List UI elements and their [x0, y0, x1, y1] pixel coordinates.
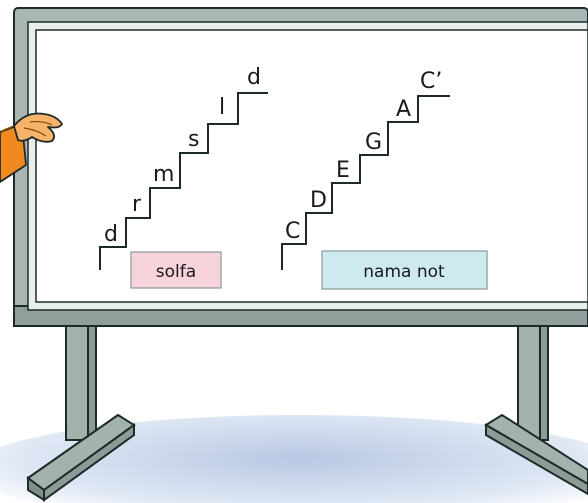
solfa-note: d: [104, 222, 118, 247]
left-stand: [26, 317, 136, 502]
solfa-note: s: [188, 127, 199, 152]
nama-not-note: E: [336, 158, 350, 183]
nama-not-label: nama not: [363, 262, 445, 282]
nama-not-staircase-line: [281, 95, 450, 270]
nama-not-note: A: [396, 97, 411, 122]
solfa-note: m: [153, 162, 174, 187]
floor-shadow: [0, 415, 588, 503]
solfa-note: l: [219, 95, 225, 120]
right-stand: [484, 317, 588, 496]
board-surface: [35, 29, 588, 303]
solfa-note: d: [247, 65, 261, 90]
nama-not-note: C: [285, 219, 300, 244]
nama-not-label-box: [321, 250, 488, 290]
pointing-hand-icon: [0, 112, 63, 183]
solfa-note: r: [132, 192, 142, 217]
nama-not-note: D: [310, 188, 327, 213]
nama-not-note: C’: [420, 69, 442, 94]
solfa-label-box: [130, 251, 222, 289]
solfa-label: solfa: [156, 262, 196, 282]
solfa-staircase-line: [99, 92, 268, 270]
nama-not-note: G: [365, 130, 382, 155]
